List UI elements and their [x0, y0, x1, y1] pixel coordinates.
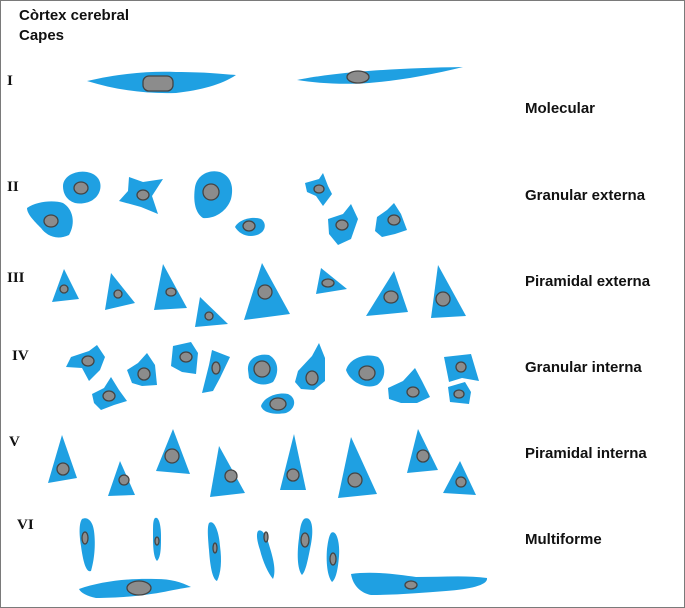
fusiform-cell — [207, 522, 221, 581]
layer-2-name: Granular externa — [525, 187, 646, 204]
diagram-title: Còrtex cerebral — [19, 7, 130, 24]
pyramidal-cell — [431, 265, 466, 318]
granule-cell — [247, 354, 278, 385]
granule-cell — [119, 177, 163, 214]
granule-cell — [194, 171, 233, 219]
granule-cell — [66, 345, 105, 381]
fusiform-cell — [256, 530, 275, 579]
pyramidal-cell — [156, 429, 190, 474]
pyramidal-cell — [108, 461, 135, 496]
granule-cell — [328, 204, 358, 245]
granule-cell — [92, 377, 127, 410]
pyramidal-cell — [48, 435, 77, 483]
fusiform-cell — [297, 518, 313, 575]
granule-cell — [127, 353, 157, 386]
pyramidal-cell — [244, 263, 290, 320]
granule-cell — [295, 343, 325, 390]
pyramidal-cell — [195, 297, 228, 327]
granule-cell — [375, 203, 407, 237]
layer-3-numeral: III — [7, 270, 25, 286]
granule-cell — [261, 393, 295, 414]
pyramidal-cell — [407, 429, 438, 473]
granule-cell — [63, 171, 101, 204]
layer-2-numeral: II — [7, 179, 19, 195]
layer-5-numeral: V — [9, 434, 20, 450]
granule-cell — [27, 201, 73, 238]
granule-cell — [346, 355, 385, 387]
pyramidal-cell — [443, 461, 476, 495]
granule-cell — [448, 382, 471, 404]
layer-6-name: Multiforme — [525, 531, 602, 548]
fusiform-cell — [79, 518, 95, 572]
layer-1-numeral: I — [7, 73, 13, 89]
layer-2-cells — [27, 171, 407, 245]
fusiform-cell — [326, 532, 340, 582]
granule-cell — [202, 350, 230, 393]
layer-4-numeral: IV — [12, 348, 29, 364]
layer-6-numeral: VI — [17, 517, 34, 533]
horizontal-cell — [87, 71, 236, 94]
layer-6-cells — [79, 517, 488, 598]
pyramidal-cell — [316, 268, 347, 294]
diagram-subtitle: Capes — [19, 27, 65, 44]
layer-3-name: Piramidal externa — [525, 273, 651, 290]
pyramidal-cell — [366, 271, 408, 316]
layer-3-cells — [52, 263, 466, 327]
granule-cell — [171, 342, 198, 374]
layer-4-cells — [66, 342, 479, 414]
layer-4-name: Granular interna — [525, 359, 642, 376]
fusiform-cell — [153, 517, 161, 561]
pyramidal-cell — [280, 434, 306, 490]
layer-5-name: Piramidal interna — [525, 445, 647, 462]
granule-cell — [235, 217, 265, 237]
layer-1-name: Molecular — [525, 100, 596, 117]
granule-cell — [305, 173, 332, 206]
granule-cell — [388, 368, 430, 403]
horizontal-cell — [297, 67, 463, 84]
pyramidal-cell — [154, 264, 187, 310]
horizontal-cell — [79, 578, 191, 598]
layer-5-cells — [48, 429, 476, 498]
horizontal-cell — [351, 572, 488, 595]
pyramidal-cell — [338, 437, 377, 498]
layer-1-cells — [87, 67, 463, 94]
pyramidal-cell — [52, 269, 79, 302]
pyramidal-cell — [105, 273, 135, 310]
pyramidal-cell — [210, 446, 245, 497]
granule-cell — [444, 354, 479, 382]
